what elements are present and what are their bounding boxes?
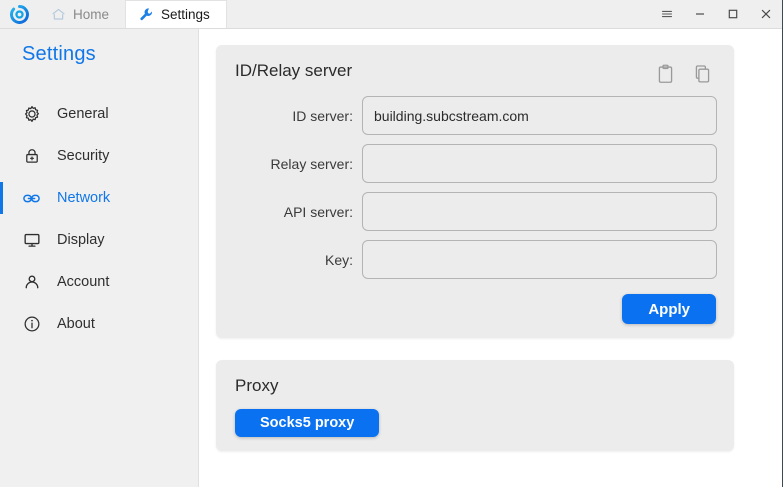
- lock-icon: [22, 147, 41, 166]
- monitor-icon: [22, 231, 41, 250]
- copy-icon[interactable]: [692, 63, 713, 84]
- field-row-relay-server: Relay server:: [233, 144, 717, 183]
- sidebar-item-about[interactable]: About: [0, 303, 198, 345]
- card-actions: [655, 61, 717, 84]
- sidebar-item-about-label: About: [57, 316, 95, 332]
- clipboard-icon[interactable]: [655, 63, 676, 84]
- sidebar-item-account-label: Account: [57, 274, 110, 290]
- field-row-key: Key:: [233, 240, 717, 279]
- app-logo-icon: [0, 0, 38, 28]
- person-icon: [22, 273, 41, 292]
- key-label: Key:: [324, 251, 353, 268]
- field-row-api-server: API server:: [233, 192, 717, 231]
- sidebar-item-display-label: Display: [57, 232, 105, 248]
- sidebar-item-network[interactable]: Network: [0, 177, 198, 219]
- id-relay-server-title: ID/Relay server: [235, 61, 353, 80]
- card-footer: Apply: [233, 288, 717, 324]
- titlebar: Home Settings: [0, 0, 782, 29]
- gear-icon: [22, 105, 41, 124]
- window-controls: [650, 0, 782, 28]
- home-icon: [51, 7, 66, 22]
- sidebar-title: Settings: [22, 43, 96, 65]
- relay-server-label: Relay server:: [270, 155, 353, 172]
- sidebar-item-account[interactable]: Account: [0, 261, 198, 303]
- sidebar-item-display[interactable]: Display: [0, 219, 198, 261]
- field-row-id-server: ID server:: [233, 96, 717, 135]
- tab-settings-label: Settings: [161, 7, 210, 22]
- sidebar: Settings General: [0, 29, 199, 487]
- minimize-icon[interactable]: [683, 0, 716, 28]
- key-input[interactable]: [362, 240, 717, 279]
- tab-home[interactable]: Home: [38, 1, 125, 28]
- server-form: ID server: Relay server: API server: Key…: [233, 96, 717, 279]
- sidebar-item-security-label: Security: [57, 148, 110, 164]
- card-header: ID/Relay server: [233, 61, 717, 84]
- sidebar-nav: General Security: [0, 93, 198, 345]
- sidebar-item-network-label: Network: [57, 190, 111, 206]
- wrench-icon: [139, 7, 154, 22]
- tab-home-label: Home: [73, 7, 110, 22]
- hamburger-menu-icon[interactable]: [650, 0, 683, 28]
- proxy-button-wrap: Socks5 proxy: [233, 409, 717, 437]
- tab-settings[interactable]: Settings: [125, 0, 227, 28]
- id-server-label: ID server:: [292, 107, 353, 124]
- sidebar-item-general-label: General: [57, 106, 109, 122]
- relay-server-input[interactable]: [362, 144, 717, 183]
- proxy-card: Proxy Socks5 proxy: [216, 360, 734, 451]
- socks5-proxy-button[interactable]: Socks5 proxy: [235, 409, 380, 437]
- close-icon[interactable]: [749, 0, 782, 28]
- api-server-input[interactable]: [362, 192, 717, 231]
- api-server-label: API server:: [283, 203, 353, 220]
- proxy-title: Proxy: [235, 376, 279, 395]
- app-body: Settings General: [0, 29, 782, 487]
- sidebar-item-general[interactable]: General: [0, 93, 198, 135]
- id-server-input[interactable]: [362, 96, 717, 135]
- settings-content: ID/Relay server: [199, 29, 782, 487]
- info-circle-icon: [22, 315, 41, 334]
- maximize-icon[interactable]: [716, 0, 749, 28]
- id-relay-server-card: ID/Relay server: [216, 45, 734, 338]
- apply-button[interactable]: Apply: [622, 294, 716, 324]
- link-chain-icon: [22, 189, 41, 208]
- sidebar-item-security[interactable]: Security: [0, 135, 198, 177]
